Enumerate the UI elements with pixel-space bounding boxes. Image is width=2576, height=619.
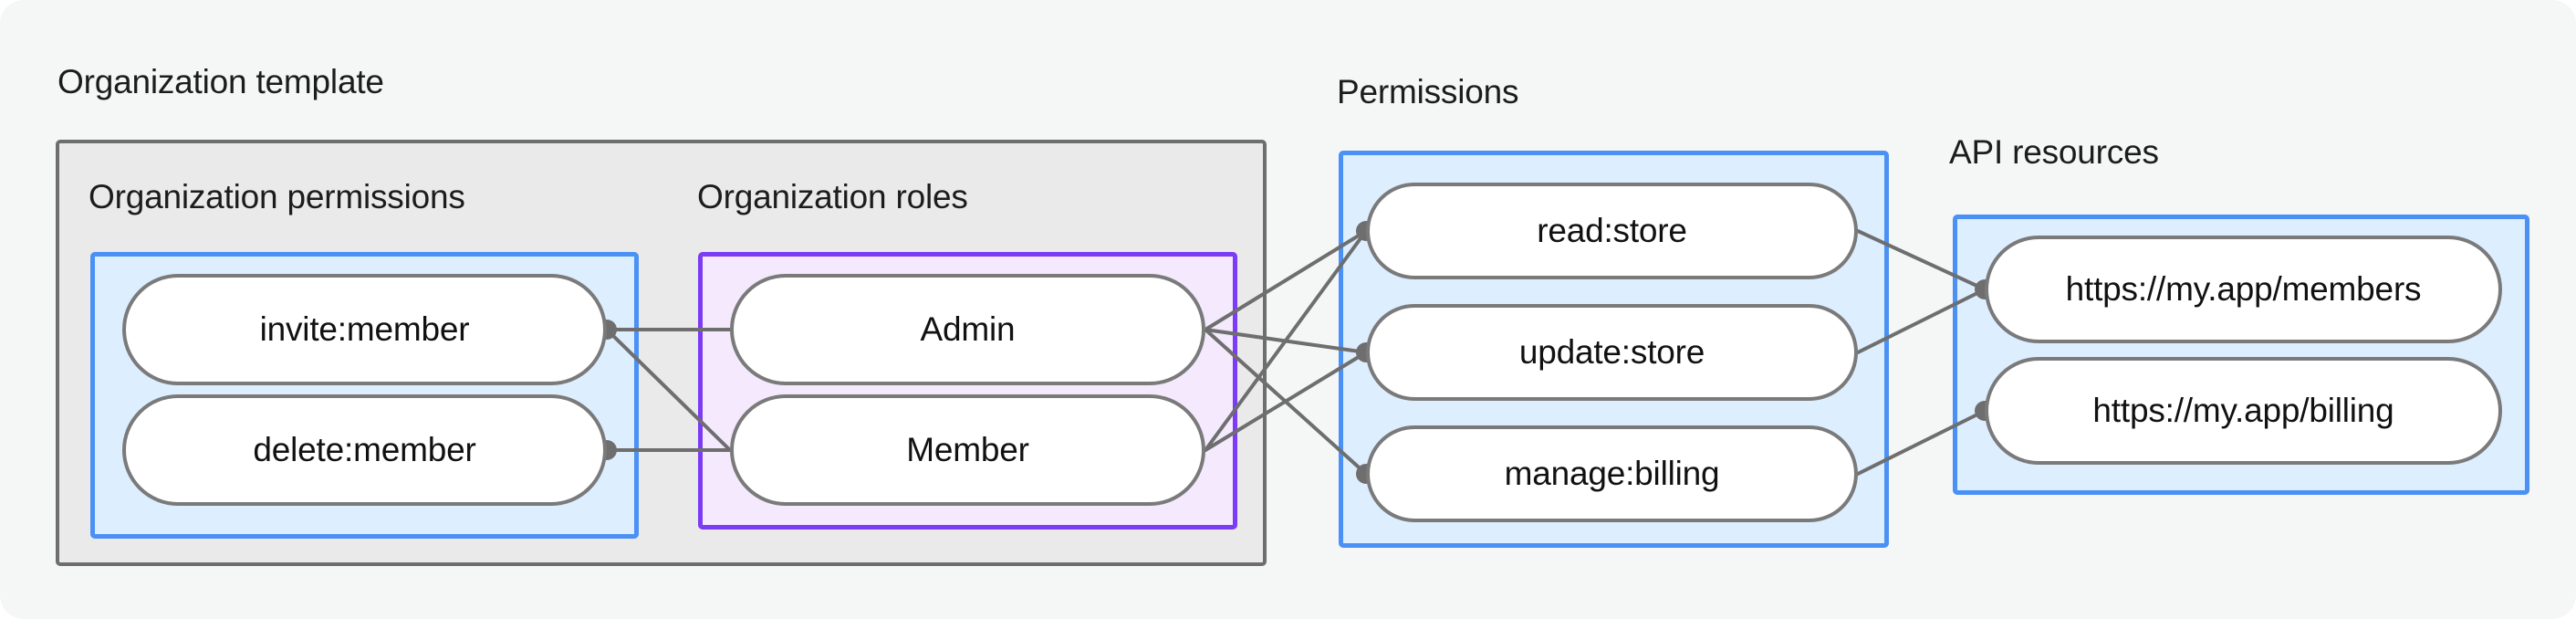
node-resource-members[interactable]: https://my.app/members [1985,236,2502,343]
node-manage-billing[interactable]: manage:billing [1366,425,1858,522]
node-delete-member[interactable]: delete:member [122,394,607,506]
node-role-admin[interactable]: Admin [730,274,1205,385]
organization-permissions-caption: Organization permissions [89,178,465,215]
node-update-store[interactable]: update:store [1366,304,1858,401]
node-role-member[interactable]: Member [730,394,1205,506]
node-invite-member[interactable]: invite:member [122,274,607,385]
node-read-store[interactable]: read:store [1366,183,1858,279]
permissions-caption: Permissions [1337,73,1519,110]
organization-roles-caption: Organization roles [697,178,968,215]
organization-template-caption: Organization template [57,63,384,100]
node-resource-billing[interactable]: https://my.app/billing [1985,357,2502,465]
api-resources-caption: API resources [1949,133,2159,171]
